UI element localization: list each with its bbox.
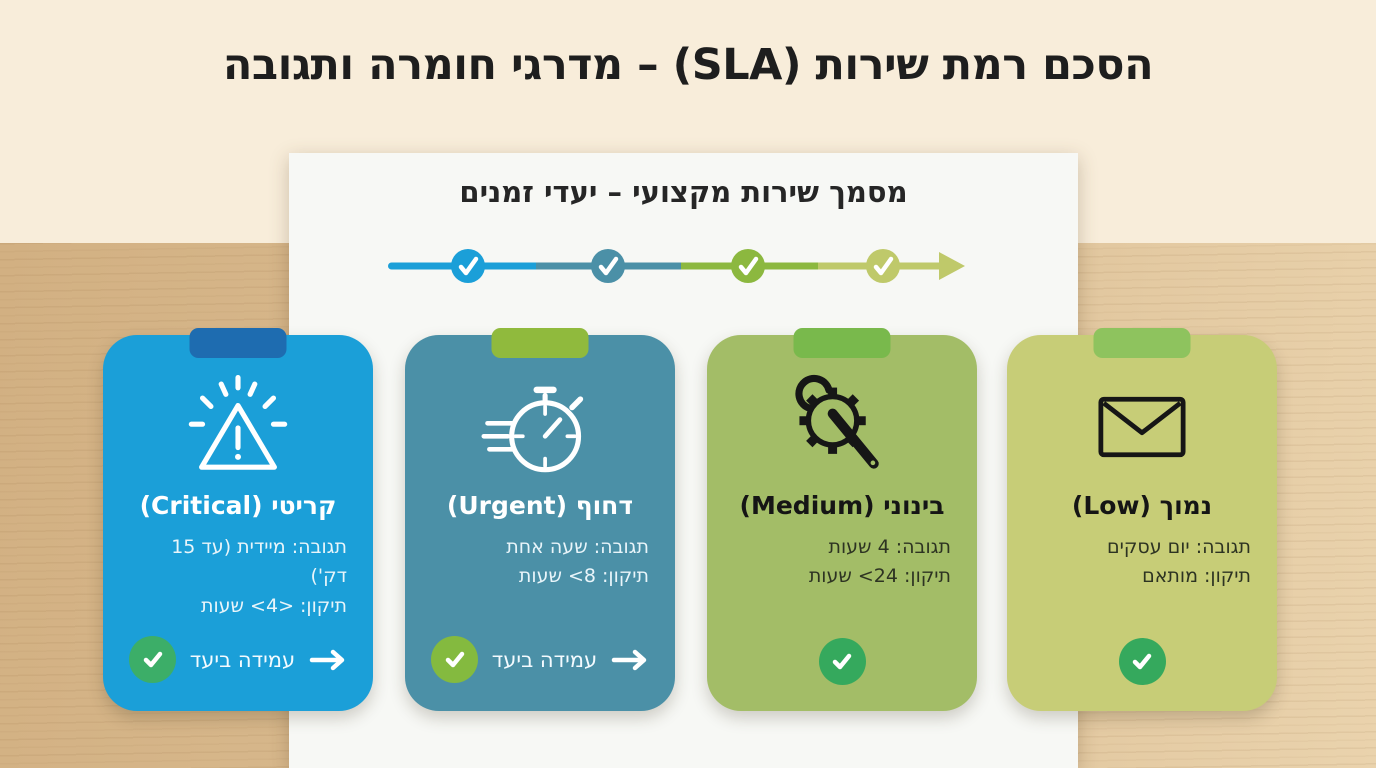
card-urgent-fix: תיקון: 8> שעות [518, 565, 649, 588]
card-critical-response: תגובה: מיידית (עד 15 דק') [171, 536, 347, 588]
card-critical-title: קריטי (Critical) [139, 491, 337, 520]
card-low-fix: תיקון: מותאם [1142, 565, 1251, 588]
card-low-badge [1033, 638, 1251, 685]
card-urgent-body: תגובה: שעה אחת תיקון: 8> שעות [431, 533, 649, 592]
card-medium-badge [733, 638, 951, 685]
check-circle-icon [431, 636, 478, 683]
card-low-icon-box [1098, 373, 1186, 481]
card-low: נמוך (Low) תגובה: יום עסקים תיקון: מותאם [1007, 328, 1277, 711]
card-medium-icon-box [786, 373, 898, 481]
card-urgent-tab [491, 328, 589, 358]
card-low-response: תגובה: יום עסקים [1107, 536, 1251, 558]
card-urgent: דחוף (Urgent) תגובה: שעה אחת תיקון: 8> ש… [405, 328, 675, 711]
card-low-tab [1093, 328, 1191, 358]
check-circle-icon [1118, 638, 1166, 685]
badge-label: עמידה ביעד [491, 647, 598, 672]
timeline-step-2-check-icon [591, 249, 625, 283]
card-critical-badge: עמידה ביעד [129, 636, 347, 683]
stopwatch-icon [481, 386, 584, 473]
gear-wrench-icon [795, 375, 879, 469]
card-medium-body: תגובה: 4 שעות תיקון: 24> שעות [733, 533, 951, 592]
timeline [388, 249, 965, 283]
timeline-step-1-check-icon [451, 249, 485, 283]
paper-subtitle: מסמך שירות מקצועי – יעדי זמנים [459, 175, 908, 209]
card-medium-fix: תיקון: 24> שעות [808, 565, 951, 588]
arrow-right-icon [611, 649, 647, 670]
card-medium-response: תגובה: 4 שעות [828, 536, 952, 558]
timeline-arrow-icon [939, 252, 965, 280]
card-urgent-response: תגובה: שעה אחת [506, 536, 649, 558]
badge-label: עמידה ביעד [189, 647, 296, 672]
warning-triangle-icon [188, 375, 288, 470]
card-critical-fix: תיקון: <4> שעות [200, 594, 347, 617]
timeline-step-4-check-icon [866, 249, 900, 283]
envelope-icon [1098, 396, 1186, 458]
card-low-body: תגובה: יום עסקים תיקון: מותאם [1033, 533, 1251, 592]
card-urgent-icon-box [481, 373, 599, 481]
card-critical-body: תגובה: מיידית (עד 15 דק') תיקון: <4> שעו… [129, 533, 347, 621]
card-critical: קריטי (Critical) תגובה: מיידית (עד 15 דק… [103, 328, 373, 711]
card-critical-tab [189, 328, 287, 358]
timeline-step-3-check-icon [731, 249, 765, 283]
card-urgent-title: דחוף (Urgent) [446, 491, 634, 520]
check-circle-icon [818, 638, 866, 685]
card-medium: בינוני (Medium) תגובה: 4 שעות תיקון: 24>… [707, 328, 977, 711]
card-medium-title: בינוני (Medium) [739, 491, 945, 520]
check-circle-icon [129, 636, 176, 683]
arrow-right-icon [309, 649, 345, 670]
card-urgent-badge: עמידה ביעד [431, 636, 649, 683]
page-title: הסכם רמת שירות (SLA) – מדרגי חומרה ותגוב… [222, 40, 1154, 90]
card-low-title: נמוך (Low) [1071, 491, 1213, 520]
card-critical-icon-box [182, 373, 294, 481]
card-medium-tab [793, 328, 891, 358]
